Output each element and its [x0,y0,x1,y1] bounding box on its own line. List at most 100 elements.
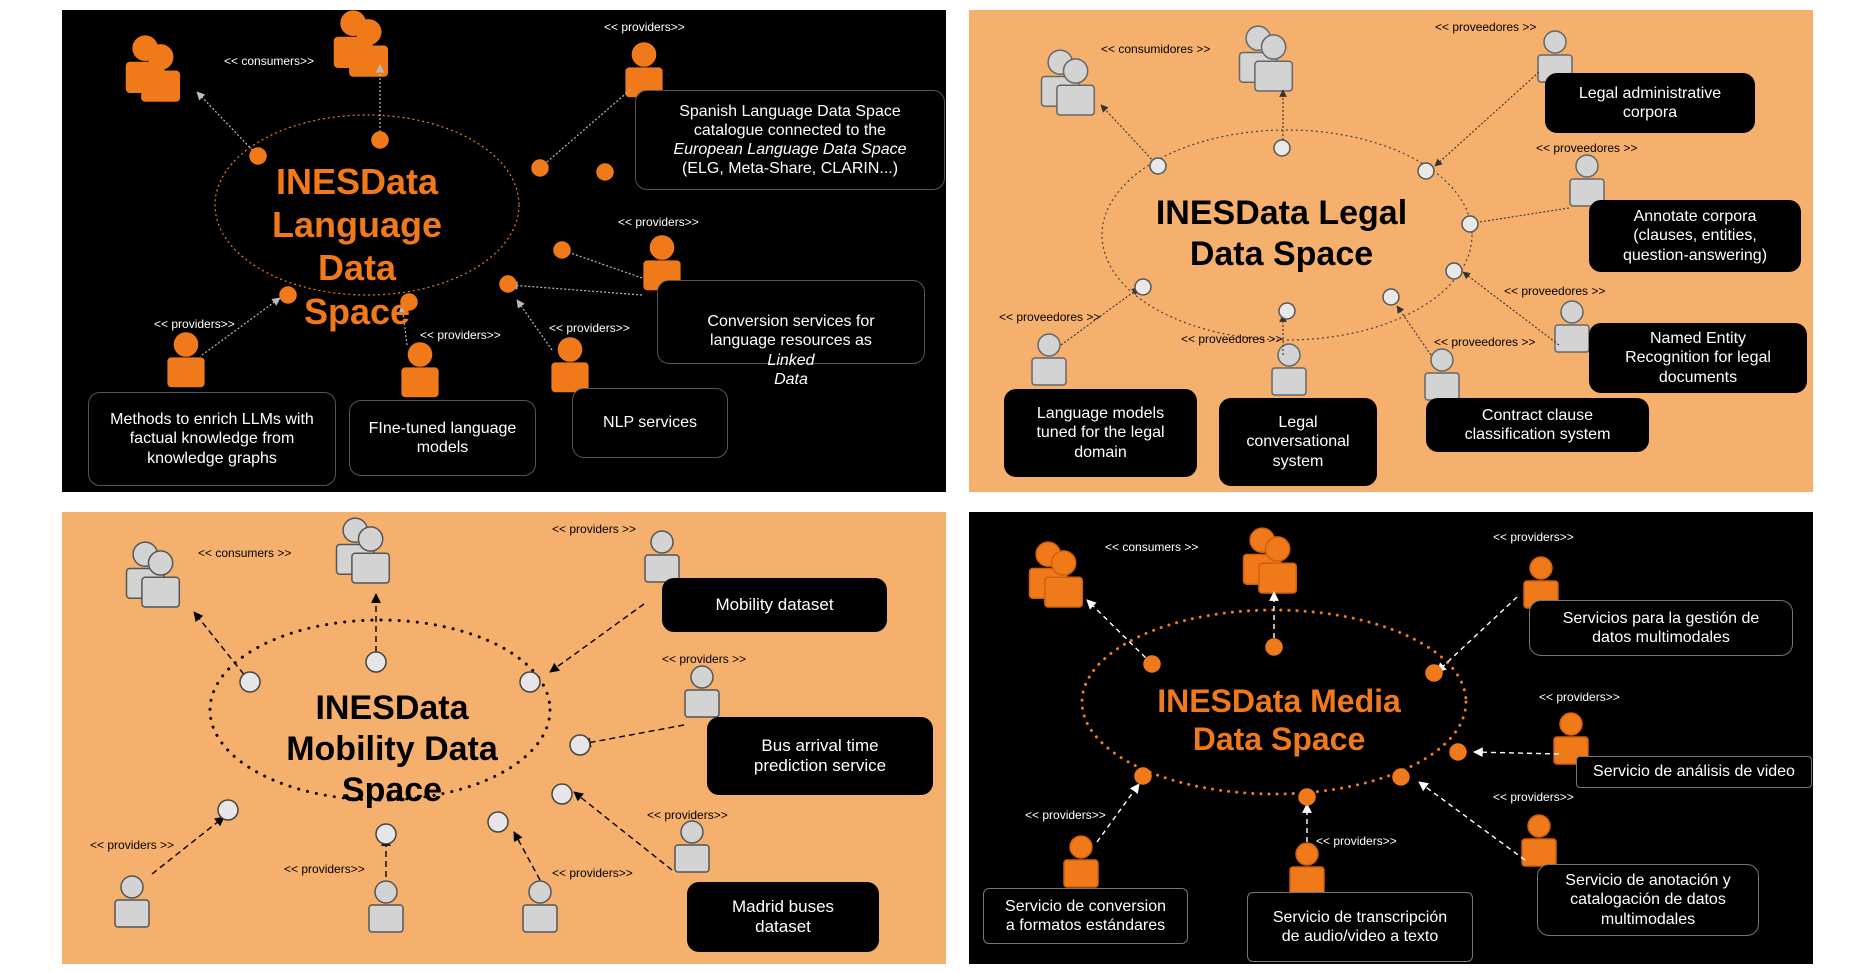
providers-label: << providers>> [1316,834,1397,848]
proveedores-label: << proveedores >> [1435,20,1537,34]
consumers-label: << consumers >> [198,546,292,560]
connection-node [1449,743,1467,761]
connector-line [1436,596,1518,673]
conversational-box: Legal conversational system [1219,398,1377,486]
providers-label: << providers>> [1539,690,1620,704]
space-ellipse [1101,129,1473,341]
providers-label: << providers >> [662,652,747,666]
person-icon [1254,34,1294,92]
panel-language-data-space: INESData Language Data Space << consumer… [62,10,946,492]
consumidores-label: << consumidores >> [1101,42,1211,56]
connection-node [1425,664,1443,682]
legal-corpora-box: Legal administrative corpora [1545,73,1755,133]
person-icon [1063,835,1099,888]
connector-line [1086,599,1153,665]
providers-label: << providers>> [1493,790,1574,804]
connector-line [1418,781,1526,861]
panel-legal-connectors [1031,25,1605,401]
conversion-services-box: Conversion services for language resourc… [657,280,925,388]
space-ellipse [208,618,552,802]
connection-node [551,783,573,805]
video-analysis-box: Servicio de análisis de video [1576,756,1812,788]
connection-node [1273,139,1291,157]
connection-node [1461,215,1479,233]
providers-label: << providers>> [420,328,501,342]
person-icon [1056,58,1096,116]
connection-node [1298,788,1316,806]
person-icon [1044,550,1084,608]
connection-node [1382,288,1400,306]
connection-node [1278,302,1296,320]
proveedores-label: << proveedores >> [1434,335,1536,349]
anotacion-box: Servicio de anotación y catalogación de … [1537,864,1759,936]
panel-media-data-space: INESData Media Data Space << consumers >… [969,512,1813,964]
person-icon [625,42,663,98]
connection-node [1265,638,1283,656]
person-icon [1521,814,1557,867]
space-ellipse [214,114,520,296]
person-icon [141,44,181,102]
connector-line [196,91,259,157]
person-icon [1554,300,1590,353]
connection-node [569,734,591,756]
connection-node [249,147,267,165]
person-icon [644,530,680,583]
connection-node [596,163,614,181]
connector-line [193,611,251,683]
person-icon [684,665,720,718]
connection-node [1143,655,1161,673]
catalogue-box: Spanish Language Data Space catalogue co… [635,90,945,190]
connection-node [499,275,517,293]
providers-label: << providers>> [549,321,630,335]
connection-node [1134,767,1152,785]
connector-line [1060,287,1140,346]
person-icon [522,880,558,933]
panel-legal-data-space: INESData Legal Data Space << consumidore… [969,10,1813,492]
connector-line [1396,305,1432,356]
proveedores-label: << proveedores >> [1504,284,1606,298]
transcripcion-box: Servicio de transcripción de audio/video… [1247,892,1473,962]
nlp-services-box: NLP services [572,388,728,458]
providers-label: << providers>> [604,20,685,34]
gestion-box: Servicios para la gestión de datos multi… [1529,600,1793,656]
person-icon [1031,333,1067,386]
connection-node [279,286,297,304]
conversion-italic-text: Linked Data [767,351,815,388]
providers-label: << providers>> [1493,530,1574,544]
annotate-corpora-box: Annotate corpora (clauses, entities, que… [1589,200,1801,272]
person-icon [167,332,205,388]
person-icon [351,526,391,584]
panel-mobility-connectors [114,517,720,933]
providers-label: << providers>> [284,862,365,876]
finetuned-box: FIne-tuned language models [349,400,536,476]
connector-line [539,89,631,169]
connection-node [487,811,509,833]
connection-node [239,671,261,693]
person-icon [1289,842,1325,895]
connector-line [516,299,553,351]
providers-label: << providers>> [647,808,728,822]
providers-label: << providers >> [90,838,175,852]
person-icon [368,880,404,933]
connector-line [151,816,225,875]
person-icon [1569,154,1605,207]
media-space-title: INESData Media Data Space [1157,683,1401,758]
providers-label: << providers>> [1025,808,1106,822]
connection-node [400,293,418,311]
catalogue-text: Spanish Language Data Space catalogue co… [679,102,901,139]
connector-line [549,603,645,673]
connector-line [398,304,408,346]
connection-node [553,241,571,259]
contract-clause-box: Contract clause classification system [1426,398,1649,452]
connection-node [1445,262,1463,280]
proveedores-label: << proveedores >> [1181,332,1283,346]
consumers-label: << consumers>> [224,54,315,68]
connection-node [519,671,541,693]
person-icon [674,820,710,873]
providers-label: << providers>> [154,317,235,331]
connector-line [513,831,541,881]
connector-line [509,281,643,296]
legal-space-title: INESData Legal Data Space [1155,194,1408,273]
ner-box: Named Entity Recognition for legal docum… [1589,323,1807,393]
proveedores-label: << proveedores >> [999,310,1101,324]
